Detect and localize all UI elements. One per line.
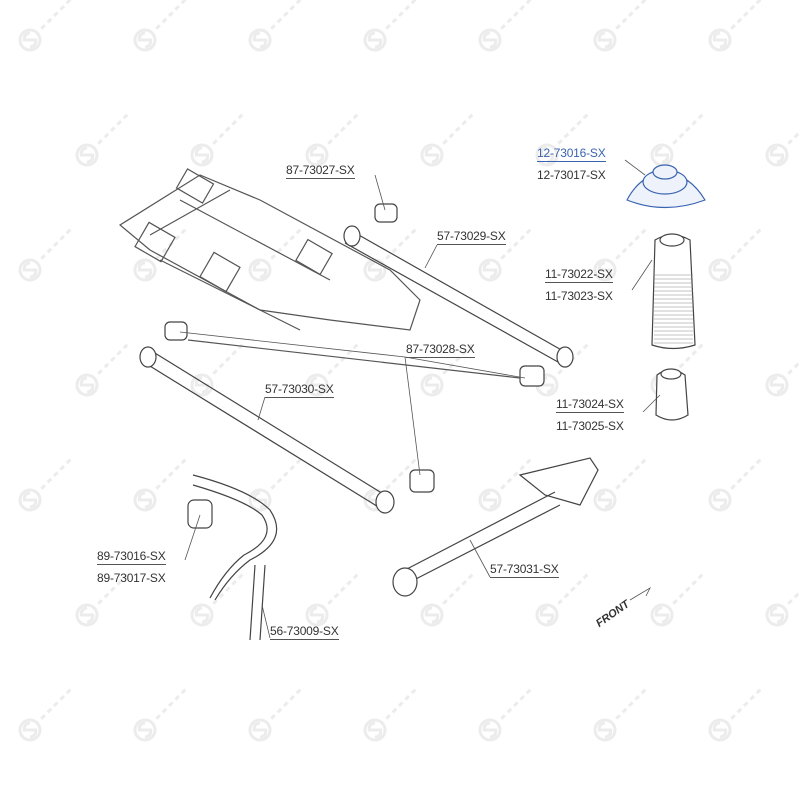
watermark-logo <box>75 571 131 627</box>
watermark-logo <box>593 226 649 282</box>
watermark-logo <box>650 111 706 167</box>
label-89-73016[interactable]: 89-73016-SX <box>97 549 166 565</box>
watermark-logo <box>420 341 476 397</box>
watermark-logo <box>765 571 800 627</box>
watermark-logo <box>248 686 304 742</box>
bump-stop <box>655 368 689 421</box>
watermark-logo <box>708 0 764 52</box>
label-57-73029[interactable]: 57-73029-SX <box>437 229 506 245</box>
watermark-logo <box>18 0 74 52</box>
watermark-logo <box>363 686 419 742</box>
watermark-logo <box>75 341 131 397</box>
label-87-73027[interactable]: 87-73027-SX <box>286 163 355 179</box>
watermark-logo <box>593 456 649 512</box>
subframe <box>118 168 421 331</box>
watermark-logo <box>190 111 246 167</box>
watermark-logo <box>650 571 706 627</box>
watermark-logo <box>708 456 764 512</box>
trailing-arm <box>392 457 599 597</box>
watermark-logo <box>593 686 649 742</box>
watermark-logo <box>478 0 534 52</box>
watermark-logo <box>708 686 764 742</box>
watermark-logo <box>133 0 189 52</box>
watermark-logo <box>765 341 800 397</box>
watermark-logo <box>18 686 74 742</box>
watermark-logo <box>18 456 74 512</box>
stabilizer-bar <box>187 474 278 641</box>
watermark-logo <box>248 226 304 282</box>
leader-lines <box>179 159 661 639</box>
watermark-logo <box>18 226 74 282</box>
label-12-73017[interactable]: 12-73017-SX <box>537 168 606 182</box>
top-mount <box>626 164 706 209</box>
label-57-73031[interactable]: 57-73031-SX <box>490 562 559 578</box>
label-87-73028[interactable]: 87-73028-SX <box>406 342 475 358</box>
upper-arm <box>343 203 574 387</box>
label-11-73023[interactable]: 11-73023-SX <box>545 289 613 303</box>
watermark-logo <box>133 456 189 512</box>
watermark-logo <box>478 226 534 282</box>
watermark-logo <box>535 571 591 627</box>
label-11-73025[interactable]: 11-73025-SX <box>556 419 624 433</box>
watermark-logo <box>248 0 304 52</box>
watermark-logo <box>305 111 361 167</box>
watermark-logo <box>190 571 246 627</box>
lower-arm <box>139 321 521 514</box>
watermark-logo <box>765 111 800 167</box>
watermark-logo <box>363 0 419 52</box>
label-11-73024[interactable]: 11-73024-SX <box>556 397 624 413</box>
label-89-73017[interactable]: 89-73017-SX <box>97 571 166 585</box>
watermark-logo <box>305 571 361 627</box>
watermark-logo <box>363 226 419 282</box>
label-56-73009[interactable]: 56-73009-SX <box>270 624 339 640</box>
watermark-logo <box>420 571 476 627</box>
dust-boot <box>651 233 696 350</box>
watermark-logo <box>75 111 131 167</box>
label-57-73030[interactable]: 57-73030-SX <box>265 382 334 398</box>
watermark-logo <box>478 686 534 742</box>
watermark-logo <box>708 226 764 282</box>
watermark-logo <box>478 456 534 512</box>
watermark-logo <box>133 686 189 742</box>
label-11-73022[interactable]: 11-73022-SX <box>545 267 613 283</box>
watermark-logo <box>420 111 476 167</box>
label-12-73016[interactable]: 12-73016-SX <box>537 146 606 162</box>
watermark-logo <box>535 111 591 167</box>
watermark-logo <box>593 0 649 52</box>
